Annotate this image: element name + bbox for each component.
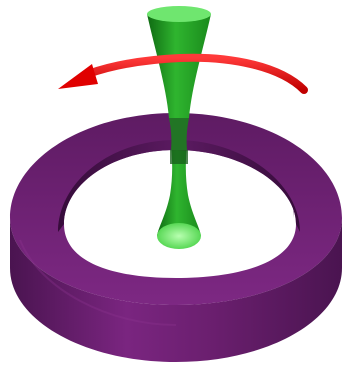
diagram-canvas xyxy=(0,0,343,369)
vortex-ring-diagram xyxy=(0,0,343,369)
